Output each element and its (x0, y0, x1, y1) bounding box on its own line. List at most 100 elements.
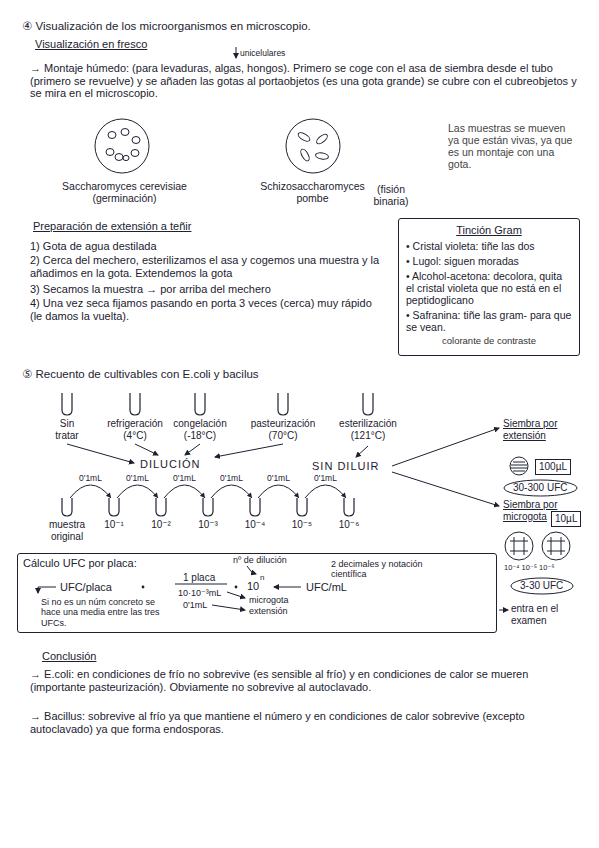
label-slot: entra en el examen (511, 603, 581, 626)
yeast-field-1 (95, 119, 149, 173)
figure-caption: Saccharomyces cerevisiae (germinación) (52, 180, 197, 204)
formula-text: 1 placa (183, 572, 215, 584)
volume-label: 0'1mL (78, 474, 103, 484)
tube-outline (62, 498, 72, 516)
connector-line (258, 485, 299, 498)
volume-label: 0'1mL (172, 474, 197, 484)
tube-outline (297, 498, 307, 516)
tube-label: 10⁻⁶ (327, 519, 371, 531)
formula-slot: 0'1mL (183, 600, 207, 610)
group-label: DILUCIÓN (140, 458, 201, 471)
test-tube: congelación (-18°C) (169, 393, 231, 441)
step-text: 4) Una vez seca fijamos pasando en porta… (30, 297, 385, 322)
box-text: • Alcohol-acetona: decolora, quita el cr… (406, 270, 572, 306)
edge-label-slot: 0'1mL (172, 474, 197, 484)
yeast-cell (315, 133, 329, 146)
tube-label: pasteurización (70°C) (245, 418, 321, 441)
multiply-dots (142, 586, 238, 589)
tube-label: muestra original (45, 519, 89, 542)
test-tube: 10⁻⁵ (280, 498, 324, 531)
petri-plate (542, 532, 570, 560)
edge-label-slot: 0'1mL (125, 474, 150, 484)
volume-label: 0'1mL (313, 474, 338, 484)
test-tube: Sin tratar (50, 393, 84, 441)
flow-arrow (135, 444, 158, 455)
label-slot: Schizosaccharomyces pombe (255, 180, 370, 204)
arrowhead (341, 492, 346, 498)
formula-slot: 1 placa (183, 572, 215, 584)
yeast-cell (106, 149, 114, 156)
test-tube: esterilización (121°C) (330, 393, 406, 441)
label-slot: ④ Visualización de los microorganismos e… (22, 20, 311, 33)
label-slot: Saccharomyces cerevisiae (germinación) (52, 180, 197, 204)
streak-line (513, 471, 525, 472)
stain-box: Tinción Gram • Cristal violeta: tiñe las … (398, 218, 580, 356)
yeast-cell (131, 150, 139, 157)
yeast-cell (132, 137, 140, 144)
section-heading: ④ Visualización de los microorganismos e… (22, 20, 311, 33)
volume-box: 10µL (551, 511, 581, 527)
dilution-arrow (258, 485, 299, 498)
streak-line (511, 465, 527, 466)
formula-box: Cálculo UFC por placa: nº de diluciónUFC/… (17, 553, 497, 633)
label-slot: 4) Una vez seca fijamos pasando en porta… (30, 297, 385, 322)
tube-symbol (61, 498, 73, 517)
volume-label: 0'1mL (125, 474, 150, 484)
streak-line (511, 468, 527, 469)
grid-line (561, 537, 562, 555)
yeast-field-2 (286, 119, 340, 173)
tube-symbol (277, 393, 289, 416)
edge-label-slot: 0'1mL (313, 474, 338, 484)
formula-slot: microgota (249, 595, 289, 605)
formula-arrow (274, 587, 301, 588)
flow-arrow (356, 446, 368, 457)
tube-label: 10⁻² (139, 519, 183, 531)
paragraph: → E.coli: en condiciones de frío no sobr… (30, 668, 578, 693)
edge-label-slot: 0'1mL (78, 474, 103, 484)
label-slot: Preparación de extensión a teñir (33, 220, 191, 233)
group-label: SIN DILUIR (312, 460, 379, 473)
tube-outline (130, 393, 140, 415)
step-text: 3) Secamos la muestra → por arriba del m… (30, 283, 385, 296)
oval-shape (504, 480, 577, 496)
figure-caption: (fisión binaria) (366, 183, 416, 207)
formula-slot: 10·10⁻³mL (178, 588, 221, 598)
tube-label: esterilización (121°C) (330, 418, 406, 441)
box-text: • Cristal violeta: tiñe las dos (406, 240, 572, 252)
flow-arrow (185, 444, 200, 455)
formula-text: UFC/placa (60, 581, 112, 594)
count-text: 30-300 UFC (513, 482, 567, 494)
microscope-field (95, 119, 149, 173)
tube-symbol (249, 498, 261, 517)
test-tube: 10⁻¹ (92, 498, 136, 531)
formula-arrow (38, 587, 56, 593)
fraction-bar (175, 584, 227, 585)
arrowhead (106, 492, 111, 498)
label-slot: → Montaje húmedo: (para levaduras, algas… (30, 62, 585, 100)
volume-text: 100µL (539, 461, 567, 473)
label-slot: SIN DILUIR (312, 460, 379, 473)
formula-slot: Si no es un núm concreto se hace una med… (41, 597, 171, 628)
dilution-arrow (211, 485, 252, 498)
box-title: Tinción Gram (406, 224, 572, 237)
flow-arrow (215, 444, 283, 457)
formula-text: nº de dilución (233, 555, 287, 565)
label-slot: Visualización en fresco (35, 38, 147, 51)
note-text: entra en el examen (511, 603, 581, 626)
formula-text: microgota (249, 595, 289, 605)
grid-line (551, 537, 552, 555)
test-tube: muestra original (45, 498, 89, 542)
streak-line (513, 462, 525, 463)
count-text: 3-30 UFC (520, 580, 563, 592)
dilution-arrow (305, 485, 346, 498)
dilution-arrow (70, 485, 111, 498)
formula-text: Si no es un núm concreto se hace una med… (41, 597, 171, 628)
yeast-cell (115, 154, 123, 161)
label-slot: Las muestras se mueven ya que están viva… (448, 122, 573, 170)
dilution-label: 10⁻⁴ 10⁻⁵ 10⁻⁶ (504, 564, 555, 573)
box-text: • Safranina: tiñe las gram- para que se … (406, 309, 572, 333)
tube-label: Sin tratar (50, 418, 84, 441)
box-title: Cálculo UFC por placa: (23, 557, 137, 570)
